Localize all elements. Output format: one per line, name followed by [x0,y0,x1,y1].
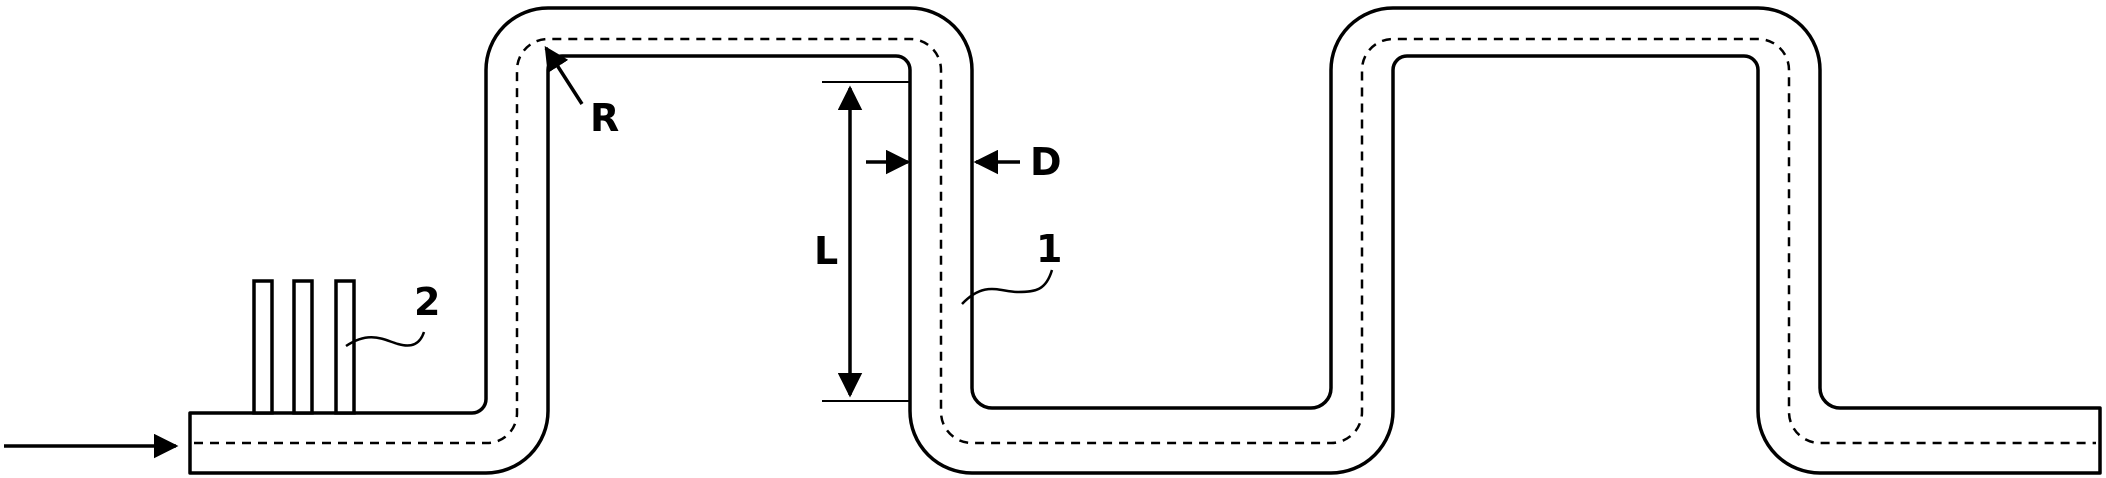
nozzle-number-label: 2 [414,280,440,324]
nozzle-3 [334,279,356,415]
tube-number-leader [961,269,1054,305]
tube-centerline [194,37,2096,445]
radius-leader [544,45,584,105]
tube-wall [188,6,2102,475]
nozzle-number-leader [345,331,426,348]
tube-number-label: 1 [1036,227,1062,271]
nozzle-2 [292,279,314,415]
length-label: L [814,229,838,273]
radius-label: R [590,96,619,140]
nozzle-1 [252,279,274,415]
diameter-label: D [1030,140,1062,184]
